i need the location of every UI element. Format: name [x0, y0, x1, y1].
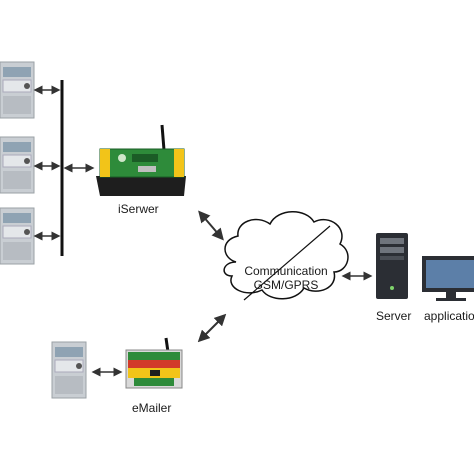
cloud-label-line2: GSM/GPRS: [253, 278, 319, 292]
electricity-meter-2: [0, 136, 35, 194]
emailer-cloud-arrow: [197, 313, 227, 343]
server-tower-icon: [376, 233, 408, 299]
electricity-meter-4: [51, 341, 87, 399]
emailer-label: eMailer: [132, 401, 172, 415]
electricity-meter-1: [0, 61, 35, 119]
iserwer-cloud-arrow: [198, 210, 224, 241]
electricity-meter-3: [0, 207, 35, 265]
server-label: Server: [376, 309, 412, 323]
communication-cloud: [223, 211, 349, 301]
emailer-device: [125, 337, 183, 389]
iserwer-label: iSerwer: [118, 202, 159, 216]
application-label: application: [424, 309, 474, 323]
application-monitor-icon: [422, 256, 474, 301]
iserwer-device: [96, 124, 186, 196]
cloud-label-line1: Communication: [244, 264, 328, 278]
